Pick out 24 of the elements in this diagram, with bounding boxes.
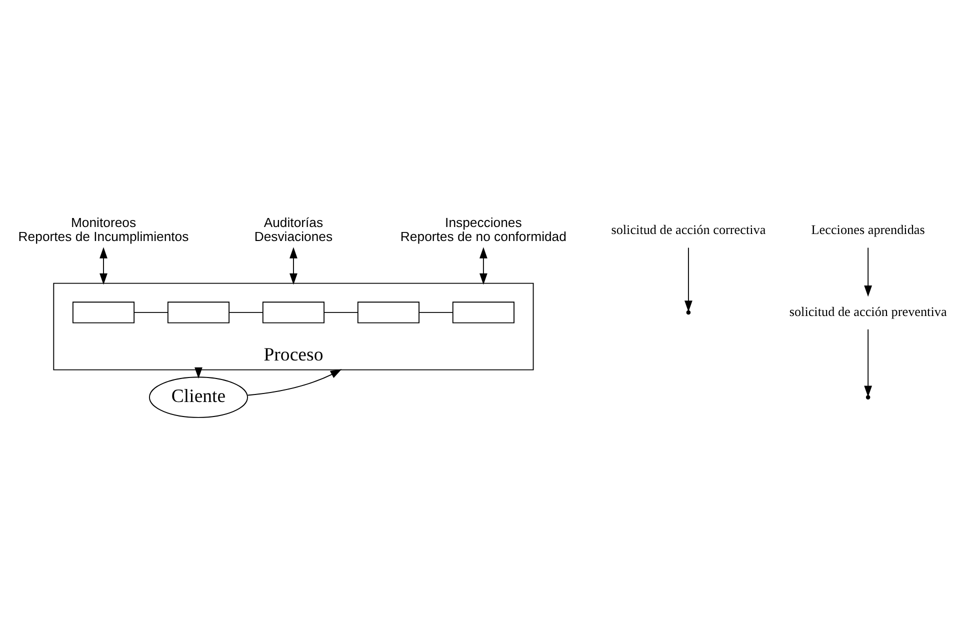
arrow	[864, 247, 872, 297]
node-text: Inspecciones Reportes de no conformidad	[400, 215, 566, 244]
node-text: Auditorías Desviaciones	[254, 215, 333, 244]
node-box	[167, 302, 230, 324]
node-box	[72, 302, 135, 324]
connector	[228, 312, 264, 313]
connector	[134, 312, 168, 313]
arrow	[479, 247, 488, 285]
node-ellipse: Cliente	[148, 376, 248, 418]
connector	[418, 312, 454, 313]
arrow	[290, 247, 298, 285]
arrow	[100, 247, 108, 285]
node-box	[357, 302, 420, 324]
node-text: Lecciones aprendidas	[811, 222, 925, 238]
node-text: Monitoreos Reportes de Incumplimientos	[18, 215, 189, 244]
connector	[324, 312, 358, 313]
node-box	[262, 302, 325, 324]
arrow	[864, 328, 872, 398]
node-text: solicitud de acción correctiva	[611, 222, 766, 238]
node-text: solicitud de acción preventiva	[789, 304, 947, 319]
node-box	[452, 302, 514, 324]
arrow	[684, 247, 692, 312]
arrow	[247, 369, 342, 396]
cluster: Proceso	[53, 282, 534, 370]
